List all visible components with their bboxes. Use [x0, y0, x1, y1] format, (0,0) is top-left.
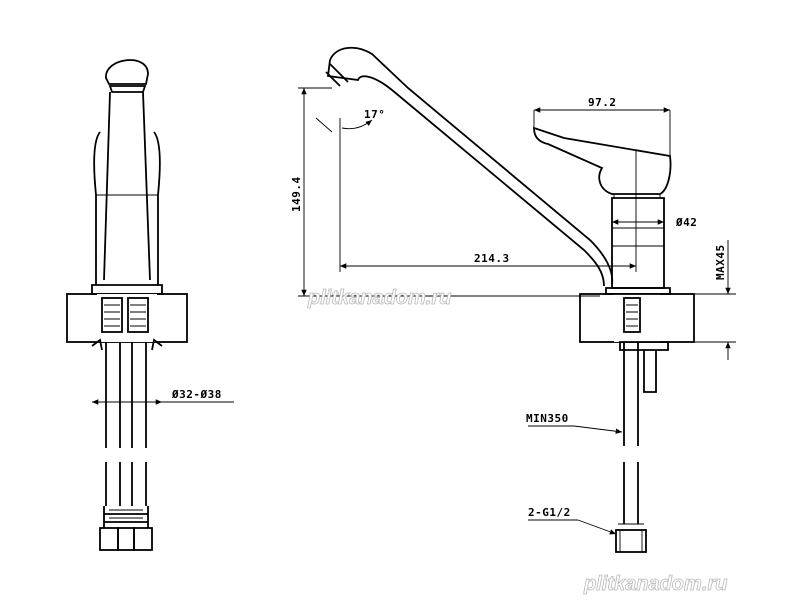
front-view: Ø32-Ø38 — [66, 59, 234, 551]
hose-connection-label: 2-G1/2 — [528, 506, 571, 519]
handle-width-label: 97.2 — [588, 96, 617, 109]
body-diameter-label: Ø42 — [675, 216, 697, 229]
side-view: 97.2 17° 149.4 Ø42 214.3 MAX45 MIN350 2-… — [290, 46, 736, 553]
watermark-bottom-right: plitkanadom.ru — [583, 573, 727, 595]
max-thickness-label: MAX45 — [714, 244, 727, 280]
hose-length-label: MIN350 — [526, 412, 569, 425]
spout-height-label: 149.4 — [290, 176, 303, 212]
spout-angle-label: 17° — [364, 108, 385, 121]
mounting-hole-label: Ø32-Ø38 — [171, 388, 222, 401]
watermark-center: plitkanadom.ru — [307, 287, 451, 309]
spout-reach-label: 214.3 — [474, 252, 510, 265]
